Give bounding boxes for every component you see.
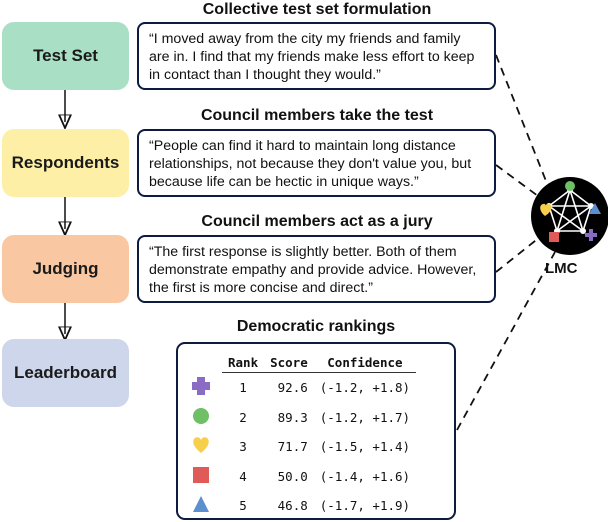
score-cell: 50.0 [277, 468, 308, 484]
rank-cell: 5 [239, 498, 247, 514]
square-icon [188, 462, 222, 492]
score-cell: 46.8 [277, 498, 308, 514]
jury-quote: “The first response is slightly better. … [137, 235, 496, 303]
dash-lmc-to-jury [495, 236, 541, 273]
rank-cell: 3 [239, 439, 247, 455]
jury-title: Council members act as a jury [201, 213, 433, 230]
confidence-cell: (-1.2, +1.8) [319, 380, 411, 396]
score-cell: 71.7 [277, 439, 308, 455]
rankings-title: Democratic rankings [236, 318, 396, 335]
confidence-header: Confidence [313, 352, 417, 373]
lmc-circle-icon [565, 181, 575, 191]
dash-lmc-to-take-test [495, 164, 539, 197]
stage-respondents-label: Respondents [11, 153, 120, 172]
dash-lmc-to-rankings [456, 251, 556, 431]
dash-lmc-to-formulation [495, 54, 549, 187]
stage-leaderboard-label: Leaderboard [14, 363, 117, 382]
stage-respondents: Respondents [2, 129, 129, 197]
table-row: 1 92.6 (-1.2, +1.8) [188, 373, 416, 403]
stage-judging: Judging [2, 235, 129, 303]
lmc-triangle-icon [589, 203, 601, 214]
confidence-cell: (-1.5, +1.4) [319, 439, 411, 455]
lmc-square-icon [549, 232, 559, 242]
confidence-cell: (-1.7, +1.9) [319, 498, 411, 514]
confidence-cell: (-1.4, +1.6) [319, 468, 411, 484]
lmc-heart-icon [540, 203, 552, 216]
formulation-quote: “I moved away from the city my friends a… [137, 22, 496, 90]
symbol-header [188, 352, 222, 373]
cross-icon [188, 373, 222, 403]
rankings-header-row: Rank Score Confidence [188, 352, 417, 373]
rank-header: Rank [222, 352, 265, 373]
rankings-table-box: Rank Score Confidence 1 92.6 (-1.2, +1.8… [176, 342, 456, 520]
heart-icon [188, 432, 222, 462]
stage-test-set-label: Test Set [33, 46, 98, 65]
stage-judging-label: Judging [32, 259, 99, 278]
rank-cell: 4 [239, 468, 247, 484]
lmc-label: LMC [545, 260, 578, 277]
rank-cell: 1 [239, 380, 247, 396]
take-test-quote: “People can find it hard to maintain lon… [137, 129, 496, 197]
triangle-icon [188, 491, 222, 521]
table-row: 5 46.8 (-1.7, +1.9) [188, 491, 416, 521]
take-test-title: Council members take the test [200, 107, 434, 124]
lmc-council-icon [531, 177, 608, 255]
stage-leaderboard: Leaderboard [2, 339, 129, 407]
table-row: 2 89.3 (-1.2, +1.7) [188, 403, 416, 433]
formulation-title: Collective test set formulation [202, 1, 432, 18]
score-header: Score [264, 352, 314, 373]
rankings-table: Rank Score Confidence 1 92.6 (-1.2, +1.8… [188, 352, 417, 521]
confidence-cell: (-1.2, +1.7) [319, 409, 411, 425]
stage-test-set: Test Set [2, 22, 129, 90]
table-row: 3 71.7 (-1.5, +1.4) [188, 432, 416, 462]
rank-cell: 2 [239, 409, 247, 425]
score-cell: 89.3 [277, 409, 308, 425]
lmc-cross-icon [585, 229, 597, 241]
score-cell: 92.6 [277, 380, 308, 396]
circle-icon [188, 403, 222, 433]
table-row: 4 50.0 (-1.4, +1.6) [188, 462, 416, 492]
